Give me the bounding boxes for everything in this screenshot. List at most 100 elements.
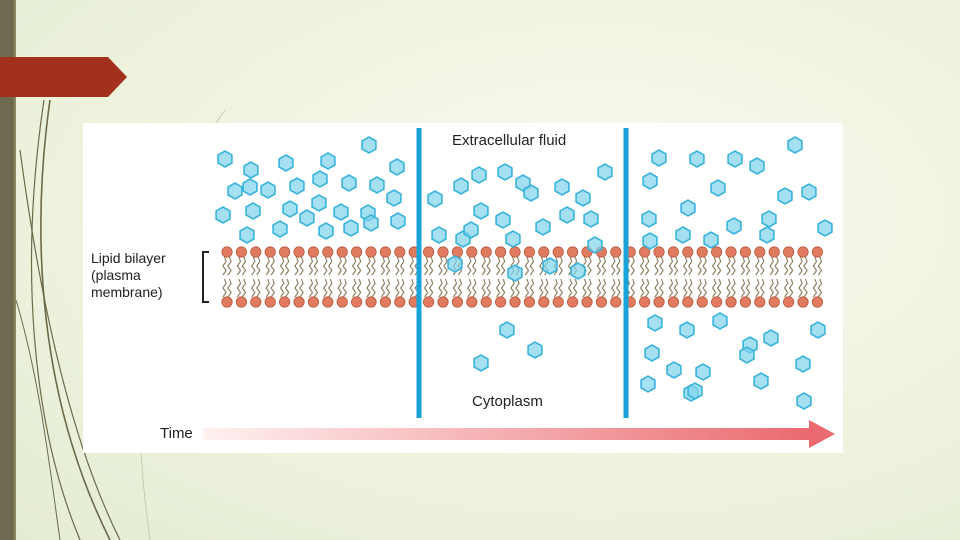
solute-molecule: [749, 157, 765, 175]
phospholipid-head: [523, 296, 535, 308]
lipid-tail: [659, 256, 664, 276]
phospholipid-head: [552, 246, 564, 258]
lipid-tail: [409, 256, 414, 276]
lipid-tail: [769, 278, 774, 298]
solute-molecule: [245, 202, 261, 220]
lipid-tail: [438, 278, 443, 298]
solute-molecule: [431, 226, 447, 244]
lipid-tail: [601, 256, 607, 276]
solute-molecule: [679, 321, 695, 339]
lipid-tail: [500, 278, 506, 298]
phospholipid-head: [696, 296, 708, 308]
solute-molecule: [282, 200, 298, 218]
solute-molecule: [427, 190, 443, 208]
solute-molecule: [289, 177, 305, 195]
lipid-tail: [774, 278, 779, 298]
solute-molecule: [363, 214, 379, 232]
lipid-tail: [755, 256, 760, 276]
lipid-tail: [587, 256, 592, 276]
lipid-tail: [673, 278, 679, 298]
phospholipid-head: [811, 246, 824, 258]
lipid-tail: [697, 278, 702, 298]
solute-molecule: [787, 136, 803, 154]
lipid-tail: [395, 278, 400, 298]
lipid-tail: [539, 256, 544, 276]
lipid-tail: [371, 278, 376, 298]
lipid-tail: [630, 256, 635, 276]
phospholipid-head: [581, 296, 593, 308]
lipid-tail: [544, 278, 549, 298]
phospholipid-head: [322, 246, 334, 258]
phospholipid-head: [667, 246, 680, 258]
phospholipid-head: [538, 296, 550, 308]
solute-molecule: [311, 194, 327, 212]
phospholipid-head: [739, 296, 752, 308]
phospholipid-head: [768, 296, 780, 308]
lipid-tail: [798, 278, 803, 298]
lipid-tail: [251, 256, 256, 276]
lipid-tail: [428, 256, 434, 276]
solute-molecule: [817, 219, 833, 237]
lipid-tail: [783, 278, 789, 298]
lipid-tail: [644, 278, 650, 298]
lipid-tail: [313, 278, 319, 298]
phospholipid-head: [538, 246, 550, 258]
phospholipid-head: [350, 296, 363, 308]
lipid-tail: [299, 278, 304, 298]
lipid-tail: [495, 256, 501, 276]
time-axis-label: Time: [160, 425, 193, 442]
solute-molecule: [570, 262, 586, 280]
solute-molecule: [239, 226, 255, 244]
lipid-tail: [553, 278, 558, 298]
phospholipid-head: [466, 296, 478, 308]
lipid-tail: [760, 278, 765, 298]
solute-molecule: [499, 321, 515, 339]
solute-molecule: [299, 209, 315, 227]
lipid-tail: [673, 256, 679, 276]
phospholipid-head: [336, 246, 348, 258]
phospholipid-head: [696, 246, 708, 258]
lipid-tail: [639, 256, 645, 276]
solute-molecule: [341, 174, 357, 192]
solute-molecule: [641, 210, 657, 228]
lipid-bilayer-membrane: [221, 246, 824, 308]
solute-molecule: [523, 184, 539, 202]
lipid-tail: [567, 278, 573, 298]
phospholipid-head: [422, 296, 435, 308]
lipid-tail: [726, 278, 731, 298]
phospholipid-head: [754, 296, 766, 308]
phospholipid-head: [710, 296, 723, 308]
lipid-tail: [529, 278, 535, 298]
phospholipid-head: [610, 296, 622, 308]
phospholipid-head: [782, 246, 795, 258]
lipid-tail: [654, 278, 659, 298]
lipid-tail: [740, 278, 746, 298]
phospholipid-head: [509, 296, 521, 308]
phospholipid-head: [336, 296, 348, 308]
solute-molecule: [647, 314, 663, 332]
lipid-tail: [423, 256, 429, 276]
solute-molecule: [278, 154, 294, 172]
lipid-tail: [236, 256, 242, 276]
solute-molecule: [703, 231, 719, 249]
lipid-tail: [524, 256, 530, 276]
lipid-tail: [481, 256, 486, 276]
lipid-tail: [342, 278, 347, 298]
phospholipid-head: [494, 296, 507, 308]
lipid-tail: [812, 256, 818, 276]
lipid-tail: [323, 278, 328, 298]
lipid-tail: [539, 278, 544, 298]
phospholipid-head: [365, 296, 377, 308]
solute-molecule: [542, 257, 558, 275]
lipid-tail: [817, 278, 823, 298]
solute-molecule: [361, 136, 377, 154]
lipid-tail: [337, 256, 342, 276]
solute-molecule: [369, 176, 385, 194]
solute-molecule: [471, 166, 487, 184]
lipid-tail: [683, 278, 688, 298]
solute-molecule: [761, 210, 777, 228]
solute-molecule: [260, 181, 276, 199]
phospholipid-head: [365, 246, 377, 258]
lipid-tail: [596, 278, 602, 298]
phospholipid-head: [509, 246, 521, 258]
